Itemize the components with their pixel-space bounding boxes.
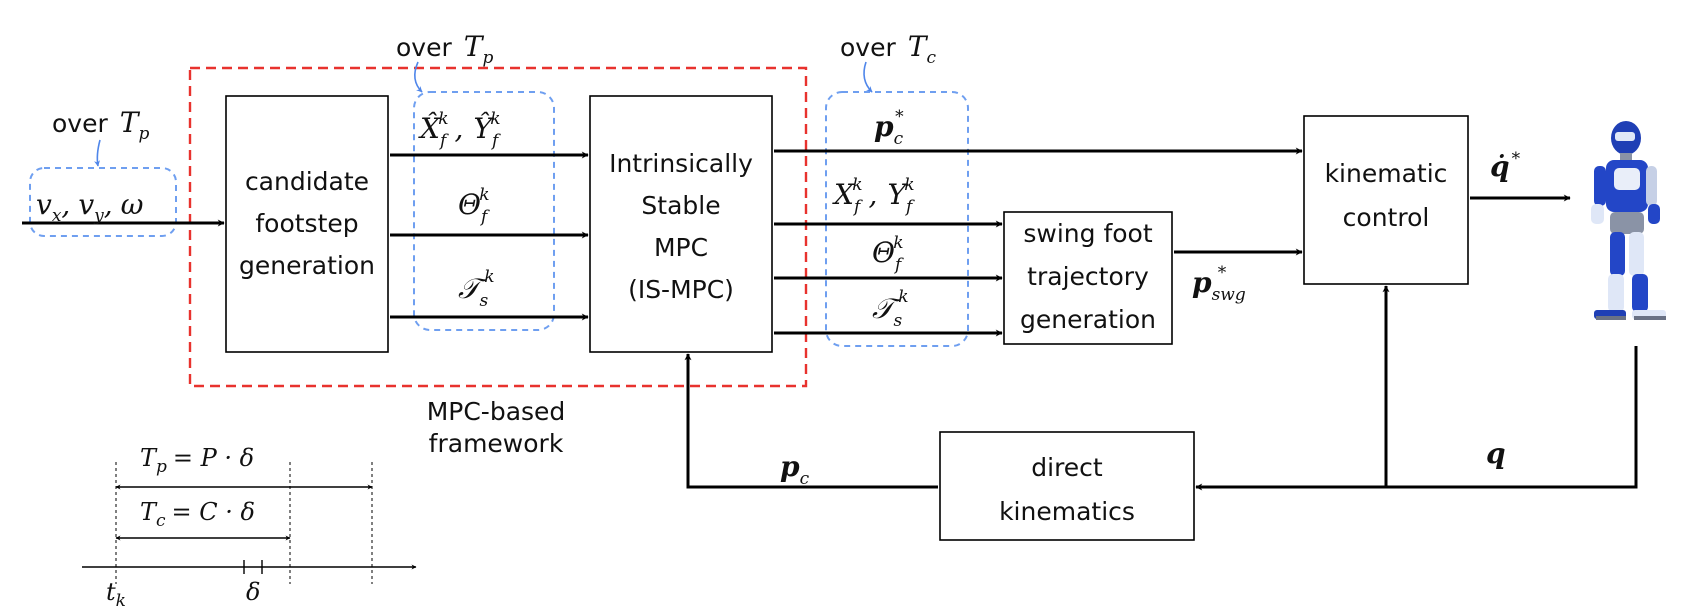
- out-xy-label: Xfk, Yfk: [832, 175, 915, 217]
- cand-ts-label: 𝒯sk: [458, 267, 495, 311]
- svg-text:MPC: MPC: [654, 233, 708, 262]
- svg-text:trajectory: trajectory: [1027, 262, 1149, 291]
- svg-text:kinematics: kinematics: [999, 497, 1135, 526]
- svg-text:generation: generation: [239, 251, 375, 280]
- out-theta-label: Θfk: [872, 233, 904, 275]
- svg-text:Intrinsically: Intrinsically: [609, 149, 753, 178]
- pswg-label: pswg*: [1192, 263, 1246, 305]
- q-feedback-wire: [1195, 346, 1638, 491]
- input-velocity-label: vx, vy, ω: [36, 188, 144, 226]
- over-tp-candidate-label: over Tp: [396, 30, 493, 68]
- svg-text:(IS-MPC): (IS-MPC): [628, 275, 734, 304]
- svg-text:direct: direct: [1031, 453, 1103, 482]
- cand-theta-label: Θfk: [458, 185, 490, 227]
- tc-definition: Tc= C · δ: [140, 498, 255, 531]
- cand-xy-label: X̂fk, Ŷfk: [418, 109, 501, 151]
- framework-label-line1: MPC-based: [427, 397, 566, 426]
- svg-text:Stable: Stable: [641, 191, 720, 220]
- svg-text:kinematic: kinematic: [1325, 159, 1448, 188]
- tk-label: tk: [106, 578, 126, 611]
- out-ts-label: 𝒯sk: [872, 287, 909, 331]
- delta-label: δ: [246, 578, 260, 606]
- direct-kinematics-block: direct kinematics: [939, 431, 1195, 541]
- svg-text:control: control: [1343, 203, 1430, 232]
- q-label: q: [1486, 437, 1506, 470]
- tp-definition: Tp= P · δ: [140, 444, 254, 477]
- qdot-label: q̇*: [1490, 149, 1521, 183]
- humanoid-robot-icon: [1591, 121, 1666, 320]
- mpc-framework-region: [188, 66, 808, 388]
- is-mpc-block: Intrinsically Stable MPC (IS-MPC): [589, 95, 773, 353]
- pc-label: pc: [780, 450, 810, 489]
- candidate-horizon-box: [413, 91, 555, 331]
- over-tc-label: over Tc: [840, 30, 936, 68]
- svg-text:generation: generation: [1020, 305, 1156, 334]
- framework-label-line2: framework: [429, 429, 564, 458]
- input-horizon-box: [29, 167, 177, 237]
- kinematic-control-block: kinematic control: [1303, 115, 1469, 285]
- output-horizon-box: [825, 91, 969, 347]
- over-tp-candidate-pointer: [414, 61, 423, 93]
- svg-text:candidate: candidate: [245, 167, 369, 196]
- horizon-timeline: Tp= P · δ Tc= C · δ tk δ: [82, 444, 417, 611]
- svg-text:footstep: footstep: [255, 209, 358, 238]
- pc-feedback-wire: [684, 353, 938, 489]
- swing-foot-block: swing foot trajectory generation: [1003, 211, 1173, 345]
- candidate-footstep-block: candidate footstep generation: [225, 95, 389, 353]
- over-tc-pointer: [863, 61, 873, 93]
- over-tp-input-label: over Tp: [52, 106, 149, 144]
- over-tp-input-pointer: [94, 139, 101, 167]
- pc-star-label: pc*: [874, 107, 904, 149]
- svg-text:swing foot: swing foot: [1023, 219, 1152, 248]
